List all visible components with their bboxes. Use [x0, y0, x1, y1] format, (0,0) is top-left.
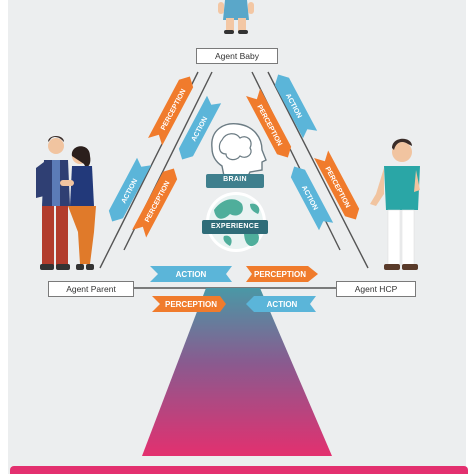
brain-badge-label: BRAIN: [223, 176, 247, 183]
parents-figure: [36, 136, 96, 270]
bottom-accent-bar: [10, 466, 468, 474]
svg-text:PERCEPTION: PERCEPTION: [254, 270, 306, 279]
experience-badge-label: EXPERIENCE: [210, 223, 260, 230]
arrow-center-top-perception: PERCEPTION: [246, 266, 318, 282]
arrow-center-bottom-perception: PERCEPTION: [152, 296, 226, 312]
experience-badge-bg: [202, 220, 268, 234]
brain-badge-bg: [206, 174, 264, 188]
arrow-center-bottom-action: ACTION: [246, 296, 316, 312]
arrow-center-top-action: ACTION: [150, 266, 232, 282]
svg-text:PERCEPTION: PERCEPTION: [165, 300, 217, 309]
agent-baby-label: Agent Baby: [196, 48, 278, 64]
agent-parent-label: Agent Parent: [48, 281, 134, 297]
line-baby-hcp-right: [267, 71, 369, 269]
experience-funnel: [142, 288, 332, 456]
hcp-figure: [370, 138, 420, 270]
svg-text:ACTION: ACTION: [267, 300, 298, 309]
svg-text:ACTION: ACTION: [176, 270, 207, 279]
baby-figure: [218, 0, 254, 34]
brain-head-icon: [211, 123, 267, 177]
agent-hcp-label: Agent HCP: [336, 281, 416, 297]
